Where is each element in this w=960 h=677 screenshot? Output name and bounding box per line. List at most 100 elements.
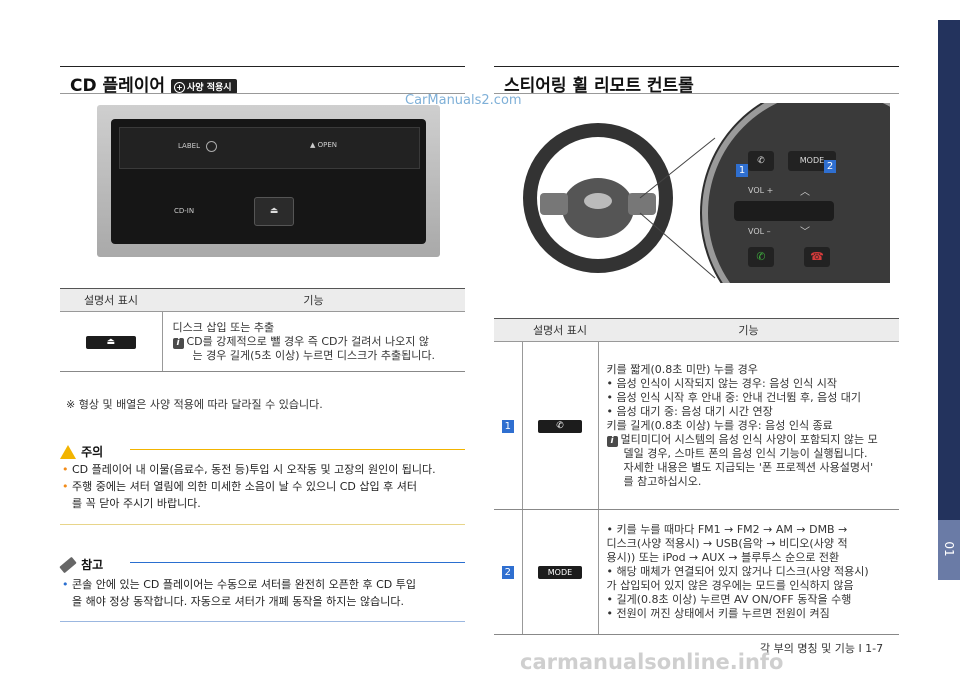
function-text: • 해당 매체가 연결되어 있지 않거나 디스크(사양 적용시)	[606, 565, 869, 578]
volume-rocker[interactable]	[734, 201, 834, 221]
chapter-sidebar: 01	[938, 0, 960, 677]
chapter-tab-bar	[938, 20, 960, 520]
info-text: 멀티미디어 시스템의 음성 인식 사양이 포함되지 않는 모	[620, 432, 878, 446]
info-text: 는 경우 길게(5초 이상) 누르면 디스크가 추출됩니다.	[192, 348, 435, 362]
function-text: • 키를 누를 때마다 FM1 → FM2 → AM → DMB →	[606, 523, 848, 536]
table-header-label: 설명서 표시	[522, 318, 598, 342]
table-header-label: 설명서 표시	[60, 288, 162, 312]
function-text: • 길게(0.8초 이상) 누르면 AV ON/OFF 동작을 수행	[606, 593, 852, 606]
function-text: 용시)) 또는 iPod → AUX → 블루투스 순으로 전환	[606, 551, 840, 564]
info-text: 델일 경우, 스마트 폰의 음성 인식 기능이 실행됩니다.	[623, 446, 868, 460]
function-text: • 전원이 꺼진 상태에서 키를 누르면 전원이 켜짐	[606, 607, 830, 620]
arrow-down-icon: ﹀	[800, 227, 810, 238]
function-text: • 음성 인식이 시작되지 않는 경우: 음성 인식 시작	[606, 376, 837, 390]
steering-function-table: 설명서 표시 기능 1 ✆ 키를 짧게(0.8초 미만) 누를 경우 • 음성 …	[494, 318, 899, 635]
note-item: 을 해야 정상 동작합니다. 자동으로 셔터가 개폐 동작을 하지는 않습니다.	[72, 595, 404, 608]
table-cell-key: ⏏	[60, 311, 163, 372]
caution-bottom-rule	[60, 524, 465, 525]
row-number-cell: 2	[494, 509, 523, 635]
function-text: 디스크(사양 적용시) → USB(음악 → 비디오(사양 적	[606, 537, 848, 550]
mode-key-icon: MODE	[538, 566, 582, 579]
caution-item: CD 플레이어 내 이물(음료수, 동전 등)투입 시 오작동 및 고장의 원인…	[72, 463, 436, 476]
page-footer: 각 부의 명칭 및 기능 I 1-7	[760, 642, 884, 655]
open-arrow-icon: ▲	[310, 141, 316, 149]
cd-player-figure: LABEL ▲ OPEN CD-IN ⏏	[97, 105, 440, 257]
function-text: 가 삽입되어 있지 않은 경우에는 모드를 인식하지 않음	[606, 579, 854, 592]
eject-key-icon: ⏏	[85, 336, 136, 349]
note-header: 참고	[59, 554, 104, 573]
vol-down-label: VOL –	[748, 227, 771, 236]
row-number-cell: 1	[494, 341, 523, 510]
callout-1: 1	[736, 158, 748, 177]
right-title-underline	[494, 93, 899, 94]
voice-icon: ✆	[757, 156, 765, 166]
caution-item: 를 꼭 닫아 주시기 바랍니다.	[72, 497, 201, 510]
plus-icon: +	[174, 81, 185, 93]
cd-section-title: CD 플레이어 +사양 적용시	[70, 71, 237, 96]
hangup-icon: ☎	[810, 250, 824, 263]
right-title-rule	[494, 66, 899, 67]
watermark-bottom: carmanualsonline.info	[520, 650, 784, 674]
chapter-tab: 01	[938, 520, 960, 580]
caution-box: 주의 • CD 플레이어 내 이물(음료수, 동전 등)투입 시 오작동 및 고…	[60, 441, 465, 525]
function-text: 키를 짧게(0.8초 미만) 누를 경우	[606, 362, 758, 376]
table-cell-key: MODE	[522, 509, 599, 635]
row-number: 1	[501, 419, 514, 433]
note-item: 콘솔 안에 있는 CD 플레이어는 수동으로 셔터를 완전히 오픈한 후 CD …	[72, 578, 417, 591]
note-bottom-rule	[60, 621, 465, 622]
note-title: 참고	[81, 558, 104, 572]
warning-icon	[60, 444, 76, 459]
table-header-function: 기능	[162, 288, 465, 312]
left-title-rule	[60, 66, 465, 67]
caution-header: 주의	[60, 441, 103, 460]
steering-wheel-figure: ✆ MODE 1 2 VOL + ︿ VOL – ﹀ ✆ ☎	[520, 83, 960, 343]
function-text: • 음성 인식 시작 후 안내 중: 안내 건너뜀 후, 음성 대기	[606, 390, 862, 404]
note-rule	[130, 562, 465, 563]
function-text: • 음성 대기 중: 음성 대기 시간 연장	[606, 404, 773, 418]
callout-2: 2	[824, 154, 836, 173]
table-header-function: 기능	[598, 318, 899, 342]
caution-list: • CD 플레이어 내 이물(음료수, 동전 등)투입 시 오작동 및 고장의 …	[62, 461, 465, 512]
function-text: 디스크 삽입 또는 추출	[172, 320, 275, 334]
arrow-up-icon: ︿	[800, 187, 810, 198]
steering-wheel-illustration	[523, 83, 960, 343]
caution-rule	[130, 449, 465, 450]
watermark-top: CarManuals2.com	[405, 93, 522, 108]
steering-section-title: 스티어링 휠 리모트 컨트롤	[504, 76, 694, 96]
cd-in-label: CD-IN	[174, 207, 195, 215]
voice-key-icon: ✆	[538, 420, 582, 433]
info-text: 를 참고하십시오.	[623, 474, 702, 488]
knob-icon	[206, 141, 217, 152]
note-list: • 콘솔 안에 있는 CD 플레이어는 수동으로 셔터를 완전히 오픈한 후 C…	[62, 576, 465, 610]
table-cell-key: ✆	[522, 341, 599, 510]
eject-button[interactable]: ⏏	[254, 197, 294, 226]
phone-icon: ✆	[756, 250, 766, 263]
chapter-number: 01	[942, 541, 956, 557]
row-number: 2	[501, 566, 514, 579]
call-button[interactable]: ✆	[748, 247, 774, 267]
left-title-underline	[60, 93, 465, 94]
cd-player-body: LABEL ▲ OPEN CD-IN ⏏	[111, 119, 426, 244]
info-text: 자세한 내용은 별도 지급되는 '폰 프로젝션 사용설명서'	[623, 460, 874, 474]
function-text: 키를 길게(0.8초 이상) 누를 경우: 음성 인식 종료	[606, 418, 833, 432]
end-call-button[interactable]: ☎	[804, 247, 830, 267]
pencil-icon	[59, 556, 77, 573]
option-badge: +사양 적용시	[171, 78, 237, 94]
eject-icon: ⏏	[269, 206, 279, 216]
label-text: LABEL	[178, 142, 200, 150]
cd-shutter: LABEL ▲ OPEN	[119, 127, 420, 169]
info-icon: i	[606, 435, 618, 447]
footnote: ※ 형상 및 배열은 사양 적용에 따라 달라질 수 있습니다.	[66, 398, 323, 411]
info-text: CD를 강제적으로 뺄 경우 즉 CD가 걸려서 나오지 않	[186, 334, 429, 348]
info-icon: i	[172, 337, 184, 349]
table-cell-function: 키를 짧게(0.8초 미만) 누를 경우 • 음성 인식이 시작되지 않는 경우…	[598, 341, 899, 510]
caution-title: 주의	[81, 445, 104, 459]
voice-button[interactable]: ✆	[748, 151, 774, 171]
caution-item: 주행 중에는 셔터 열림에 의한 미세한 소음이 날 수 있으니 CD 삽입 후…	[72, 480, 417, 493]
vol-up-label: VOL +	[748, 186, 774, 195]
note-box: 참고 • 콘솔 안에 있는 CD 플레이어는 수동으로 셔터를 완전히 오픈한 …	[59, 554, 465, 624]
table-cell-function: • 키를 누를 때마다 FM1 → FM2 → AM → DMB → 디스크(사…	[598, 509, 899, 635]
open-label: ▲ OPEN	[310, 141, 338, 149]
